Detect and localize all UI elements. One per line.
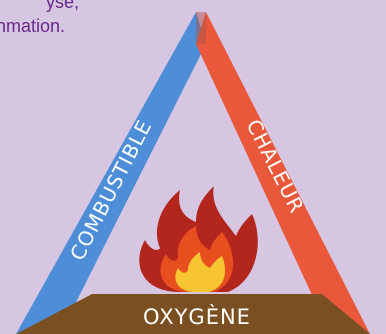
apex-join: [196, 12, 206, 44]
oxygene-label: OXYGÈNE: [143, 304, 251, 329]
flame-icon: [139, 186, 258, 292]
combustible-label: COMBUSTIBLE: [65, 116, 157, 265]
